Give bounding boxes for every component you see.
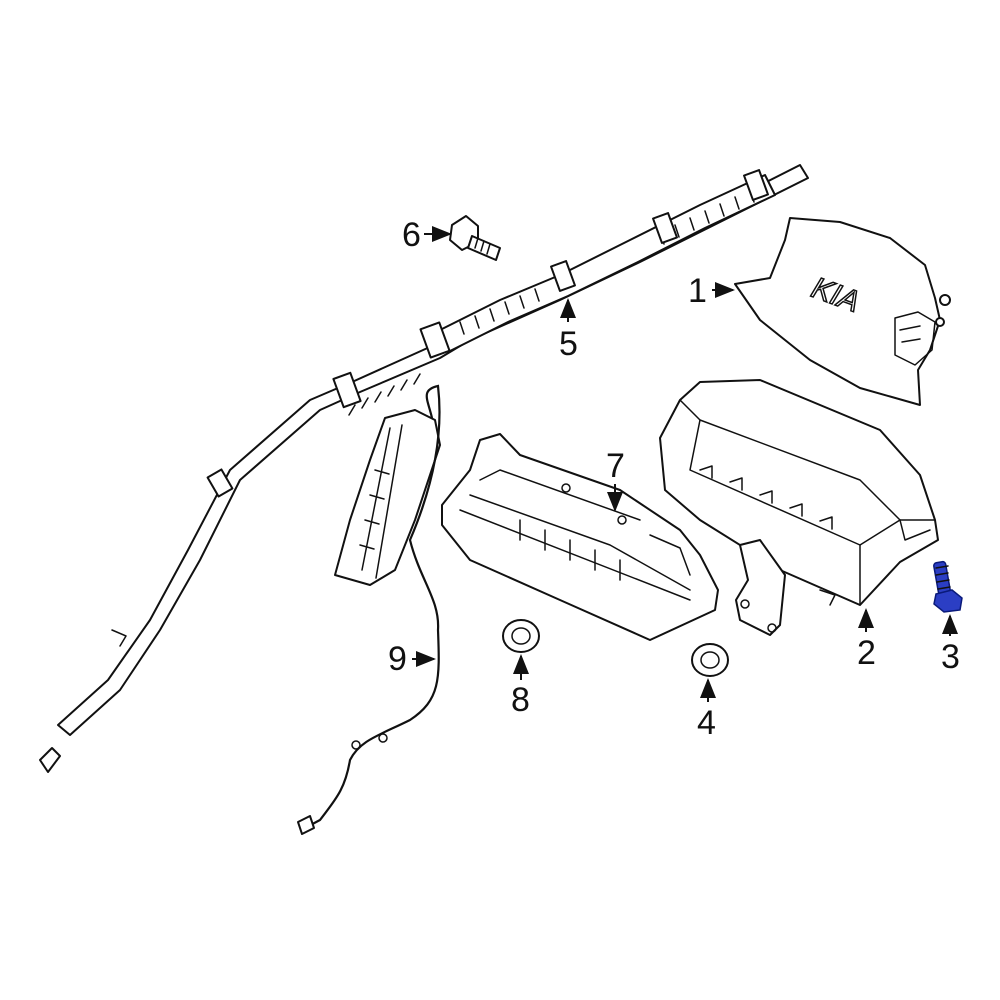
- callout-5: 5: [559, 298, 578, 363]
- bolt-part-3[interactable]: [933, 560, 963, 613]
- callout-3: 3: [941, 614, 960, 676]
- callout-6: 6: [402, 216, 452, 254]
- knee-airbag-housing[interactable]: [441, 433, 719, 641]
- callout-8: 8: [511, 654, 530, 719]
- callout-9: 9: [388, 640, 436, 678]
- svg-text:8: 8: [511, 681, 530, 719]
- svg-text:2: 2: [857, 634, 876, 672]
- callout-7: 7: [606, 447, 625, 512]
- bolt-part-6[interactable]: [449, 215, 501, 261]
- callout-4: 4: [697, 678, 716, 742]
- driver-airbag-cover[interactable]: KIA: [734, 217, 951, 406]
- passenger-airbag-module[interactable]: [659, 379, 939, 636]
- curtain-airbag-rail[interactable]: [39, 164, 809, 773]
- nut-part-4[interactable]: [691, 643, 729, 677]
- svg-text:1: 1: [688, 272, 707, 310]
- nut-part-8[interactable]: [502, 619, 540, 653]
- svg-text:6: 6: [402, 216, 421, 254]
- side-airbag-harness[interactable]: [297, 384, 441, 835]
- svg-text:3: 3: [941, 638, 960, 676]
- svg-text:5: 5: [559, 325, 578, 363]
- callout-1: 1: [688, 272, 735, 310]
- callout-2: 2: [857, 608, 876, 672]
- svg-text:4: 4: [697, 704, 716, 742]
- svg-text:9: 9: [388, 640, 407, 678]
- svg-text:7: 7: [606, 447, 625, 485]
